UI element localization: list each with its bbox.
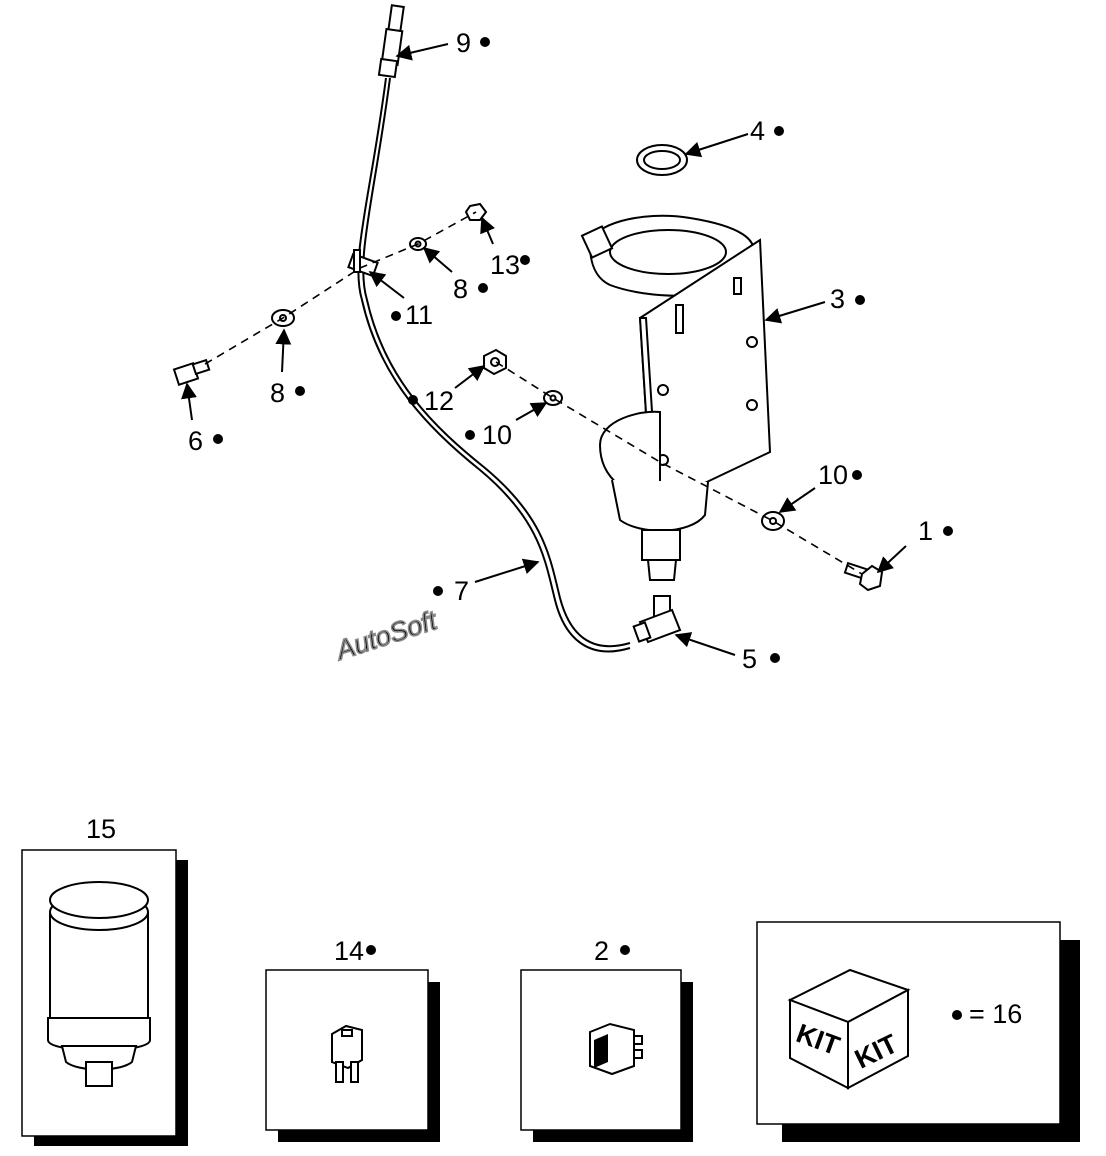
callout-11: 11 [391, 300, 433, 330]
callout-10-right: 10 [818, 460, 862, 490]
callout-6: 6 [188, 426, 223, 456]
rocker-switch-part-2 [589, 1022, 643, 1076]
svg-text:3: 3 [830, 284, 845, 314]
svg-text:5: 5 [742, 644, 757, 674]
part-box-15 [21, 849, 188, 1146]
svg-text:11: 11 [405, 300, 433, 330]
svg-text:2: 2 [594, 936, 609, 966]
nut-part-12 [483, 348, 507, 376]
part-box-2 [520, 969, 693, 1142]
svg-text:8: 8 [270, 378, 285, 408]
svg-text:10: 10 [818, 460, 848, 490]
callout-14: 14 [334, 936, 376, 966]
part-box-14 [265, 969, 440, 1142]
svg-text:7: 7 [454, 576, 469, 606]
svg-text:1: 1 [918, 516, 933, 546]
callout-1: 1 [918, 516, 953, 546]
svg-text:6: 6 [188, 426, 203, 456]
kit-cube-icon: KIT KIT [787, 968, 911, 1090]
svg-text:15: 15 [86, 814, 116, 844]
callout-9: 9 [456, 28, 490, 58]
svg-text:9: 9 [456, 28, 471, 58]
callout-15: 15 [86, 814, 116, 844]
svg-text:8: 8 [453, 274, 468, 304]
svg-text:14: 14 [334, 936, 364, 966]
svg-text:13: 13 [490, 250, 520, 280]
svg-text:10: 10 [482, 420, 512, 450]
filter-element-part-15 [47, 881, 151, 1087]
callout-8-lower: 8 [270, 378, 305, 408]
svg-text:12: 12 [424, 386, 454, 416]
callout-7: 7 [433, 576, 469, 606]
bolt-part-6 [172, 358, 211, 386]
filter-bracket-part-3 [580, 214, 772, 581]
sensor-probe-part-9 [377, 4, 405, 79]
callout-2: 2 [594, 936, 630, 966]
callout-13: 13 [490, 250, 530, 280]
kit-box: KIT KIT = 16 [756, 921, 1080, 1142]
callout-8-upper: 8 [453, 274, 488, 304]
callout-10-left: 10 [465, 420, 512, 450]
watermark: AutoSoft [331, 605, 442, 667]
kit-legend: = 16 [969, 999, 1022, 1029]
elbow-fitting-part-5 [632, 595, 682, 644]
callout-4: 4 [750, 116, 784, 146]
callout-12: 12 [408, 386, 454, 416]
sensor-line-part-7 [357, 77, 631, 653]
o-ring-part-4 [636, 144, 688, 176]
fuse-part-14 [331, 1024, 363, 1083]
callout-3: 3 [830, 284, 865, 314]
svg-text:4: 4 [750, 116, 765, 146]
callout-5: 5 [742, 644, 780, 674]
